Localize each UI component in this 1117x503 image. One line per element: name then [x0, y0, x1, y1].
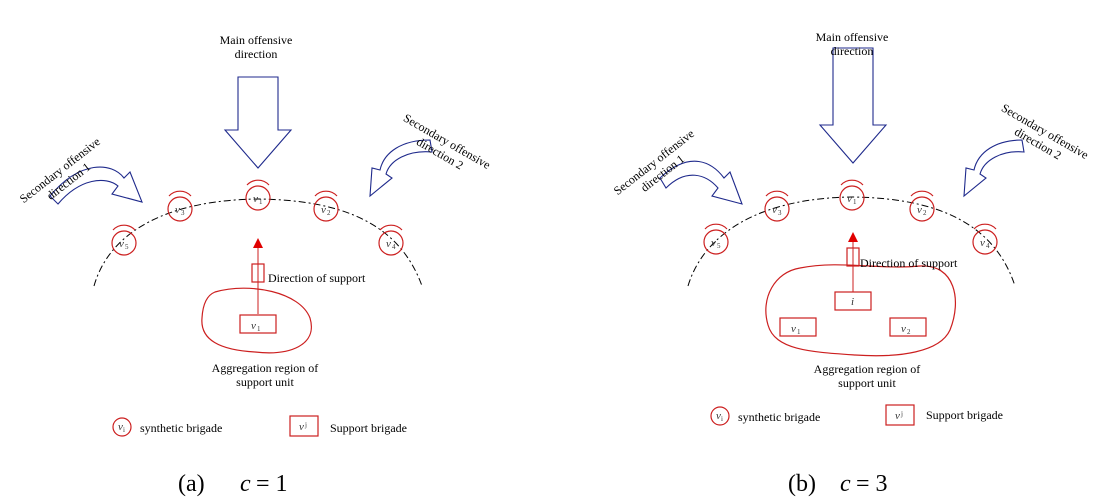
aggregation-label-1: Aggregation region of [212, 361, 319, 375]
svg-text:v: v [253, 193, 258, 205]
support-brigade-box-3 [889, 317, 927, 337]
svg-text:v: v [119, 238, 124, 250]
support-brigade-symbol: v [251, 320, 256, 332]
svg-text:2: 2 [327, 209, 331, 217]
svg-text:v: v [791, 323, 796, 335]
legend-synthetic-label: synthetic brigade [738, 410, 820, 424]
svg-text:i: i [123, 426, 125, 434]
front-boundary-line [687, 196, 1016, 287]
caption-b-prefix: (b) [788, 471, 816, 497]
svg-text:5: 5 [125, 243, 129, 251]
aggregation-label-2: support unit [838, 376, 896, 390]
svg-text:v: v [847, 193, 852, 205]
secondary-direction-2-label: Secondary offensive direction 2 [999, 101, 1091, 163]
direction-of-support-label: Direction of support [860, 256, 958, 270]
secondary-direction-1-label: Secondary offensive direction 1 [17, 134, 103, 205]
caption-a-eq: = 1 [256, 471, 288, 497]
svg-text:v: v [175, 204, 180, 216]
main-direction-label-1: Main offensive [816, 30, 889, 44]
caption-b-eq: = 3 [856, 471, 888, 497]
legend-support-label: Support brigade [330, 421, 407, 435]
caption-b-var: c [840, 471, 851, 497]
legend-support-label: Support brigade [926, 408, 1003, 422]
direction-of-support-label: Direction of support [268, 271, 366, 285]
svg-text:v: v [118, 421, 123, 433]
svg-text:v: v [711, 237, 716, 249]
secondary-direction-2-label: Secondary offensive direction 2 [401, 111, 493, 173]
panel-a: Main offensive direction Secondary offen… [17, 33, 493, 497]
support-direction-marker [846, 247, 860, 267]
aggregation-region [201, 287, 312, 354]
svg-text:1: 1 [797, 328, 801, 336]
svg-text:v: v [917, 204, 922, 216]
svg-text:v: v [772, 204, 777, 216]
svg-text:v: v [980, 237, 985, 249]
svg-text:j: j [304, 421, 307, 429]
aggregation-label-2: support unit [236, 375, 294, 389]
support-brigade-box-2 [779, 317, 817, 337]
svg-text:5: 5 [717, 242, 721, 250]
svg-text:v: v [895, 410, 900, 422]
legend-synthetic-label: synthetic brigade [140, 421, 222, 435]
secondary-offensive-arrow-1 [49, 166, 143, 205]
support-direction-marker [251, 263, 265, 283]
front-boundary-line [93, 198, 423, 287]
svg-text:4: 4 [392, 243, 396, 251]
svg-text:1: 1 [259, 198, 263, 206]
svg-text:2: 2 [907, 328, 911, 336]
svg-text:2: 2 [923, 209, 927, 217]
svg-text:i: i [851, 296, 854, 308]
svg-text:1: 1 [257, 325, 261, 333]
main-direction-label-2: direction [235, 47, 278, 61]
aggregation-label-1: Aggregation region of [814, 362, 921, 376]
secondary-offensive-arrow-2 [369, 139, 433, 198]
svg-text:v: v [901, 323, 906, 335]
secondary-direction-1-label: Secondary offensive direction 1 [611, 126, 697, 197]
svg-text:3: 3 [778, 209, 782, 217]
caption-a-var: c [240, 471, 251, 497]
support-brigade-box [239, 314, 277, 334]
svg-text:v: v [299, 421, 304, 433]
main-direction-label-2: direction [831, 44, 874, 58]
panel-b: Main offensive direction Secondary offen… [611, 30, 1091, 497]
secondary-offensive-arrow-1 [659, 160, 743, 205]
svg-text:3: 3 [181, 209, 185, 217]
svg-text:i: i [721, 415, 723, 423]
caption-a-prefix: (a) [178, 471, 205, 497]
main-offensive-arrow [223, 76, 293, 169]
svg-text:j: j [900, 410, 903, 418]
svg-text:v: v [716, 410, 721, 422]
svg-text:4: 4 [986, 242, 990, 250]
svg-text:v: v [386, 238, 391, 250]
secondary-offensive-arrow-2 [963, 139, 1025, 198]
main-direction-label-1: Main offensive [220, 33, 293, 47]
svg-text:v: v [321, 204, 326, 216]
main-offensive-arrow [818, 47, 888, 164]
svg-text:1: 1 [853, 198, 857, 206]
aggregation-region [765, 264, 956, 357]
